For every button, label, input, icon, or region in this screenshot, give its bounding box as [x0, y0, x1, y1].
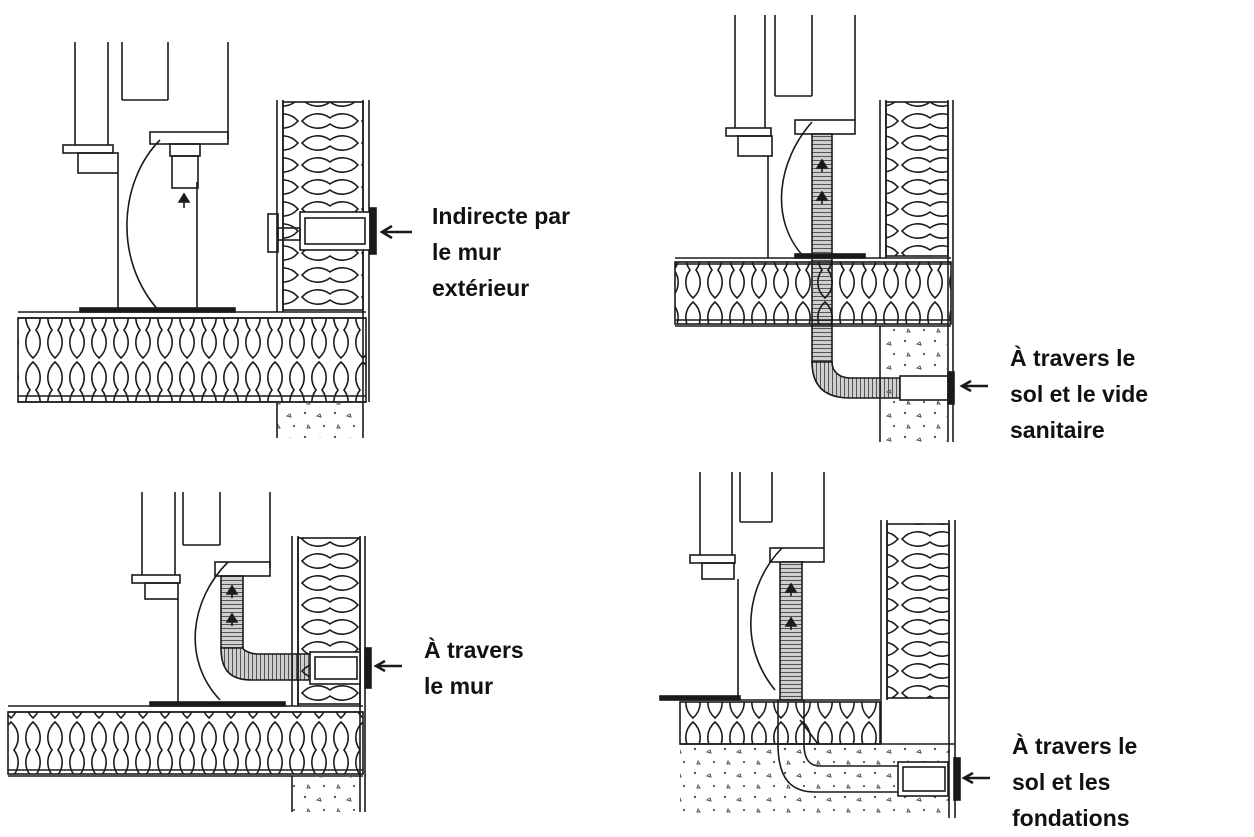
caption-line: À travers le — [1012, 733, 1138, 759]
caption-line: extérieur — [432, 275, 530, 301]
arrow-icon — [959, 379, 988, 393]
airflow-arrow-icon — [815, 158, 829, 204]
arrow-icon — [373, 659, 402, 673]
caption-floor-crawlspace: À travers le sol et le vide sanitaire — [1010, 340, 1148, 448]
caption-line: le mur — [424, 673, 494, 699]
caption-indirect-wall: Indirecte par le mur extérieur — [432, 198, 570, 306]
caption-line: À travers — [424, 637, 524, 663]
airflow-arrow-icon — [784, 582, 798, 630]
caption-through-wall: À travers le mur — [424, 632, 524, 704]
caption-line: sol et le vide — [1010, 381, 1149, 407]
caption-line: sanitaire — [1010, 417, 1105, 443]
arrow-icon — [379, 224, 412, 240]
caption-line: le mur — [432, 239, 502, 265]
caption-line: sol et les — [1012, 769, 1111, 795]
panel-through-wall — [7, 492, 402, 812]
appliance-d — [689, 472, 825, 700]
panel-floor-crawlspace — [674, 15, 988, 442]
appliance-a — [62, 42, 229, 313]
caption-floor-foundation: À travers le sol et les fondations — [1012, 728, 1137, 836]
airflow-arrow-icon — [177, 192, 191, 208]
airflow-arrow-icon — [225, 584, 239, 626]
arrow-icon — [961, 771, 990, 785]
caption-line: À travers le — [1010, 345, 1136, 371]
caption-line: fondations — [1012, 805, 1130, 831]
caption-line: Indirecte par — [432, 203, 571, 229]
appliance-b — [725, 15, 856, 259]
panel-indirect-wall — [17, 42, 412, 438]
appliance-c — [131, 492, 271, 705]
panel-floor-foundation — [659, 472, 990, 818]
